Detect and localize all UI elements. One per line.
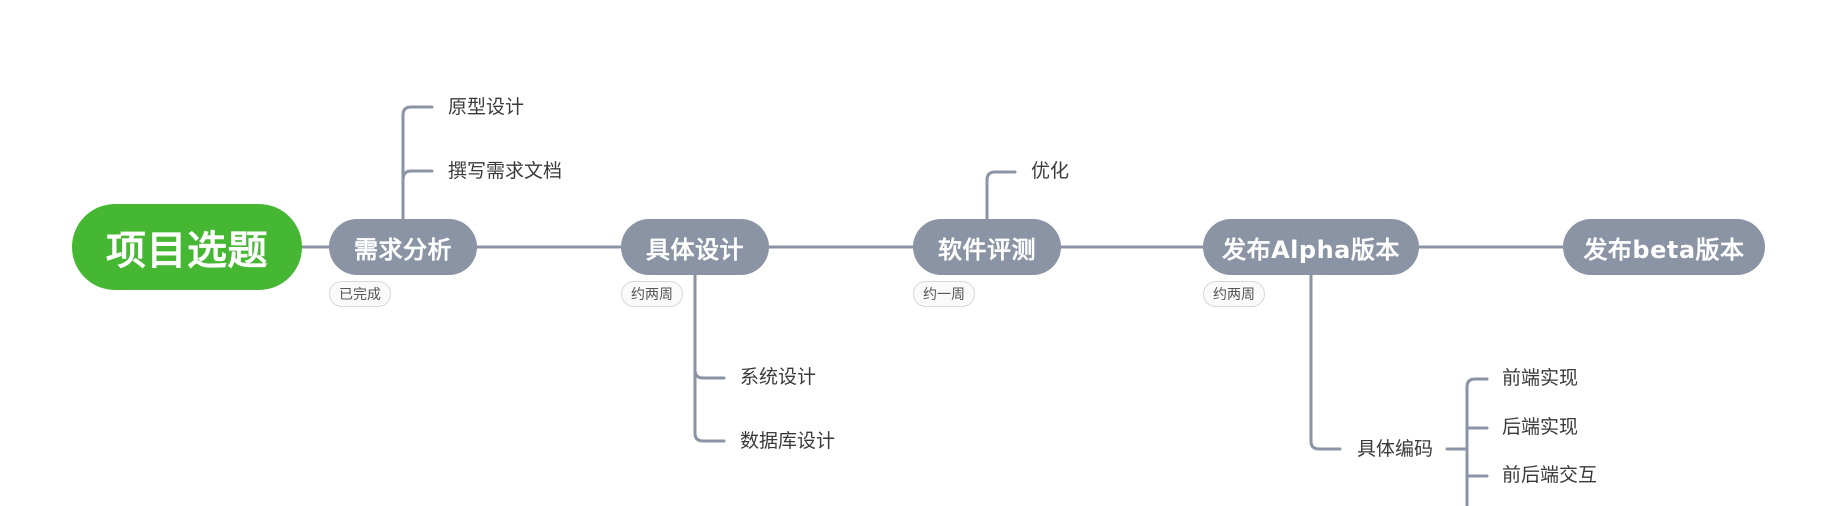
root-topic[interactable]: 项目选题 [72,204,302,290]
duration-tag-one-week: 约一周 [913,281,975,307]
topic-database-design[interactable]: 数据库设计 [740,430,836,452]
stage-detailed-design[interactable]: 具体设计 [621,219,769,275]
topic-requirements-document[interactable]: 撰写需求文档 [448,160,563,182]
topic-frontend-implementation[interactable]: 前端实现 [1502,367,1579,389]
topic-backend-implementation[interactable]: 后端实现 [1502,416,1579,438]
topic-frontend-backend-integration[interactable]: 前后端交互 [1502,464,1598,486]
topic-coding[interactable]: 具体编码 [1357,438,1434,460]
stage-software-testing[interactable]: 软件评测 [913,219,1061,275]
branch-coding-frontend [1465,377,1489,451]
stage-alpha-release[interactable]: 发布Alpha版本 [1203,219,1419,275]
topic-optimize[interactable]: 优化 [1031,160,1070,182]
topic-system-design[interactable]: 系统设计 [740,366,817,388]
stage-beta-release[interactable]: 发布beta版本 [1563,219,1765,275]
branch-s1-requirements [401,169,434,182]
branch-s2-database [693,368,726,443]
branch-s4-coding [1309,273,1342,451]
duration-tag-two-weeks-alpha: 约两周 [1203,281,1265,307]
branch-s1-prototype [401,105,434,222]
stage-requirements-analysis[interactable]: 需求分析 [329,219,477,275]
status-tag-completed: 已完成 [329,281,391,307]
branch-s2-system [693,273,726,380]
branch-s3-optimize [985,170,1017,222]
duration-tag-two-weeks: 约两周 [621,281,683,307]
topic-prototype-design[interactable]: 原型设计 [448,96,525,118]
